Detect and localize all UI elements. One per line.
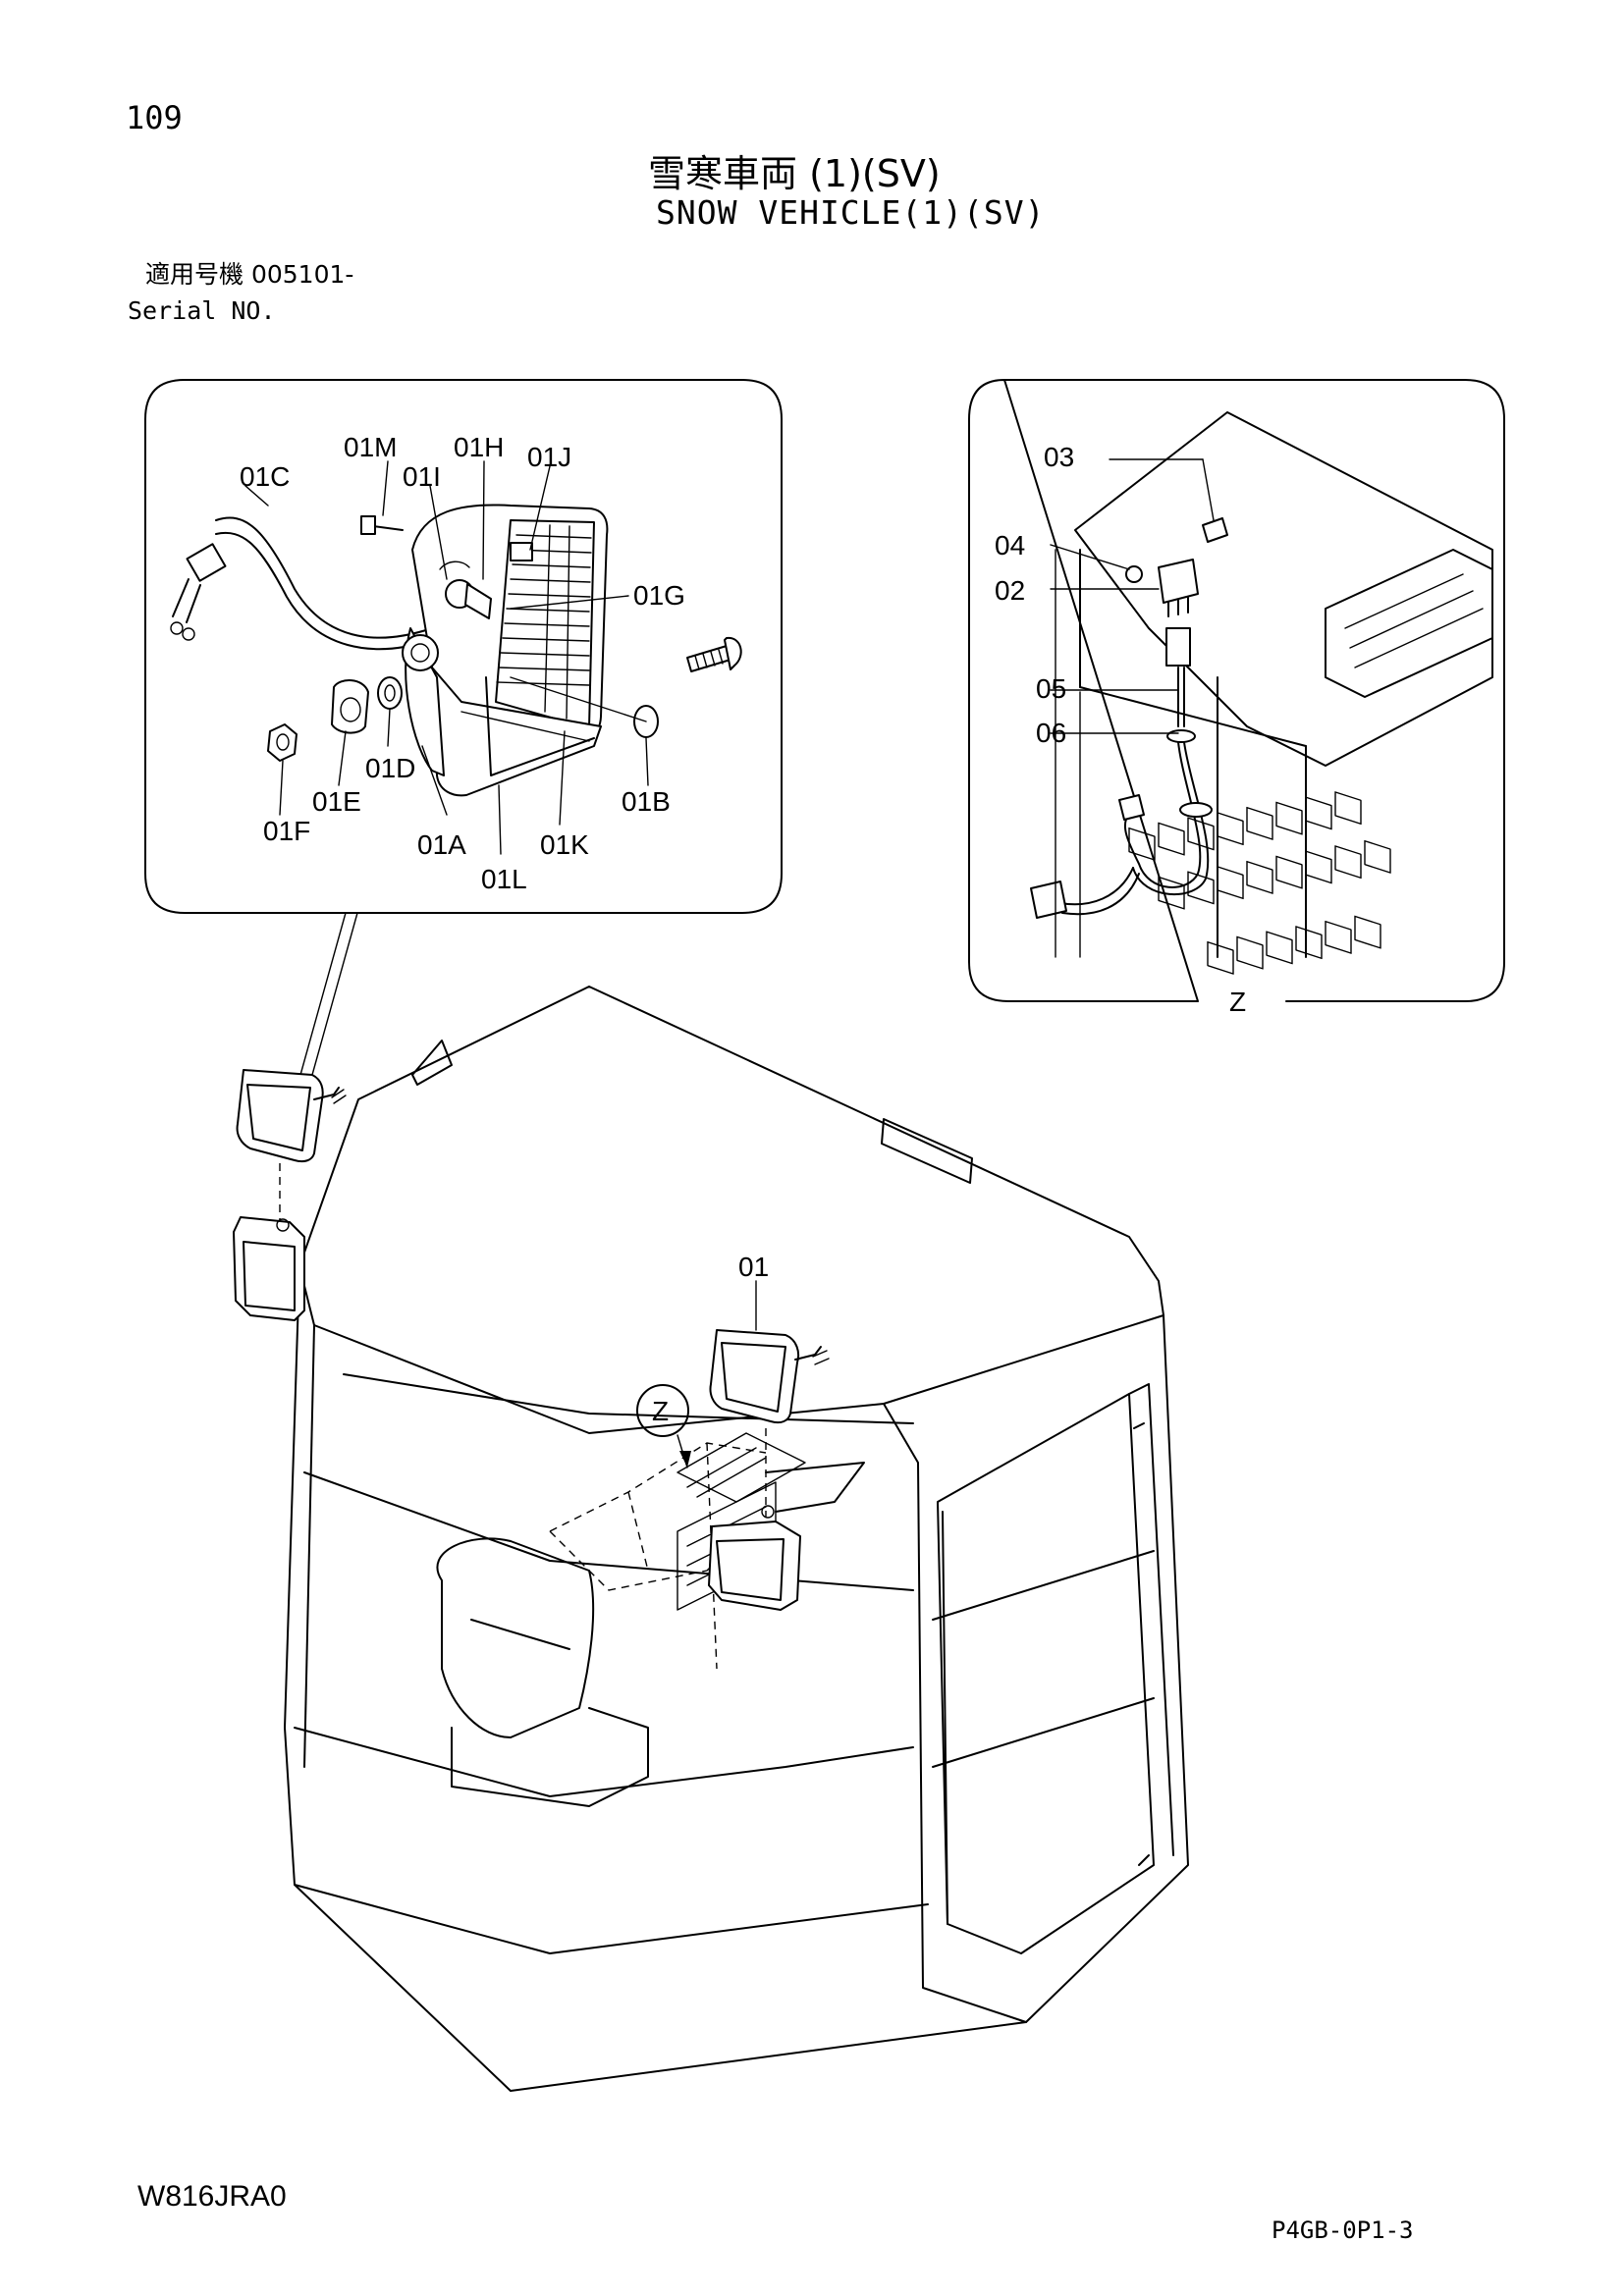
label-06: 06 <box>1036 718 1066 748</box>
label-01E: 01E <box>312 786 361 817</box>
cab-front-work-lamp <box>708 1505 801 1611</box>
label-03: 03 <box>1044 442 1074 472</box>
label-01A: 01A <box>417 829 466 860</box>
footer-page-code: P4GB-0P1-3 <box>1272 2216 1414 2244</box>
page-title-english: SNOW VEHICLE(1)(SV) <box>656 193 1046 232</box>
label-01M: 01M <box>344 432 397 462</box>
lamp-detail-panel: 01C 01M 01I 01H 01J 01G 01D 01E 01F 01A … <box>144 379 783 1076</box>
label-01D: 01D <box>365 753 415 783</box>
label-01I: 01I <box>403 461 441 492</box>
footer-drawing-code: W816JRA0 <box>137 2180 287 2213</box>
page-number: 109 <box>126 99 183 136</box>
serial-label-english: Serial NO. <box>128 296 276 325</box>
label-01K: 01K <box>540 829 589 860</box>
label-01J: 01J <box>527 442 571 472</box>
label-01-main: 01 <box>738 1252 769 1282</box>
label-01H: 01H <box>454 432 504 462</box>
view-label-z: Z <box>1229 987 1246 1017</box>
left-work-lamp-upper <box>236 1069 347 1163</box>
callout-z: Z <box>652 1396 669 1426</box>
label-01G: 01G <box>633 580 685 611</box>
serial-label-japanese: 適用号機 005101- <box>145 260 354 289</box>
label-01L: 01L <box>481 864 527 894</box>
page-title-japanese: 雪寒車両 (1)(SV) <box>648 152 941 195</box>
label-01B: 01B <box>622 786 671 817</box>
label-02: 02 <box>995 575 1025 606</box>
label-01C: 01C <box>240 461 290 492</box>
part-01-work-lamp <box>709 1329 830 1424</box>
detail-z-panel: 03 04 02 05 06 Z <box>968 379 1505 1017</box>
label-04: 04 <box>995 530 1025 561</box>
label-01F: 01F <box>263 816 310 846</box>
cab-main-view: 01 Z <box>233 986 1189 2092</box>
label-05: 05 <box>1036 673 1066 704</box>
left-work-lamp-lower <box>233 1216 305 1321</box>
